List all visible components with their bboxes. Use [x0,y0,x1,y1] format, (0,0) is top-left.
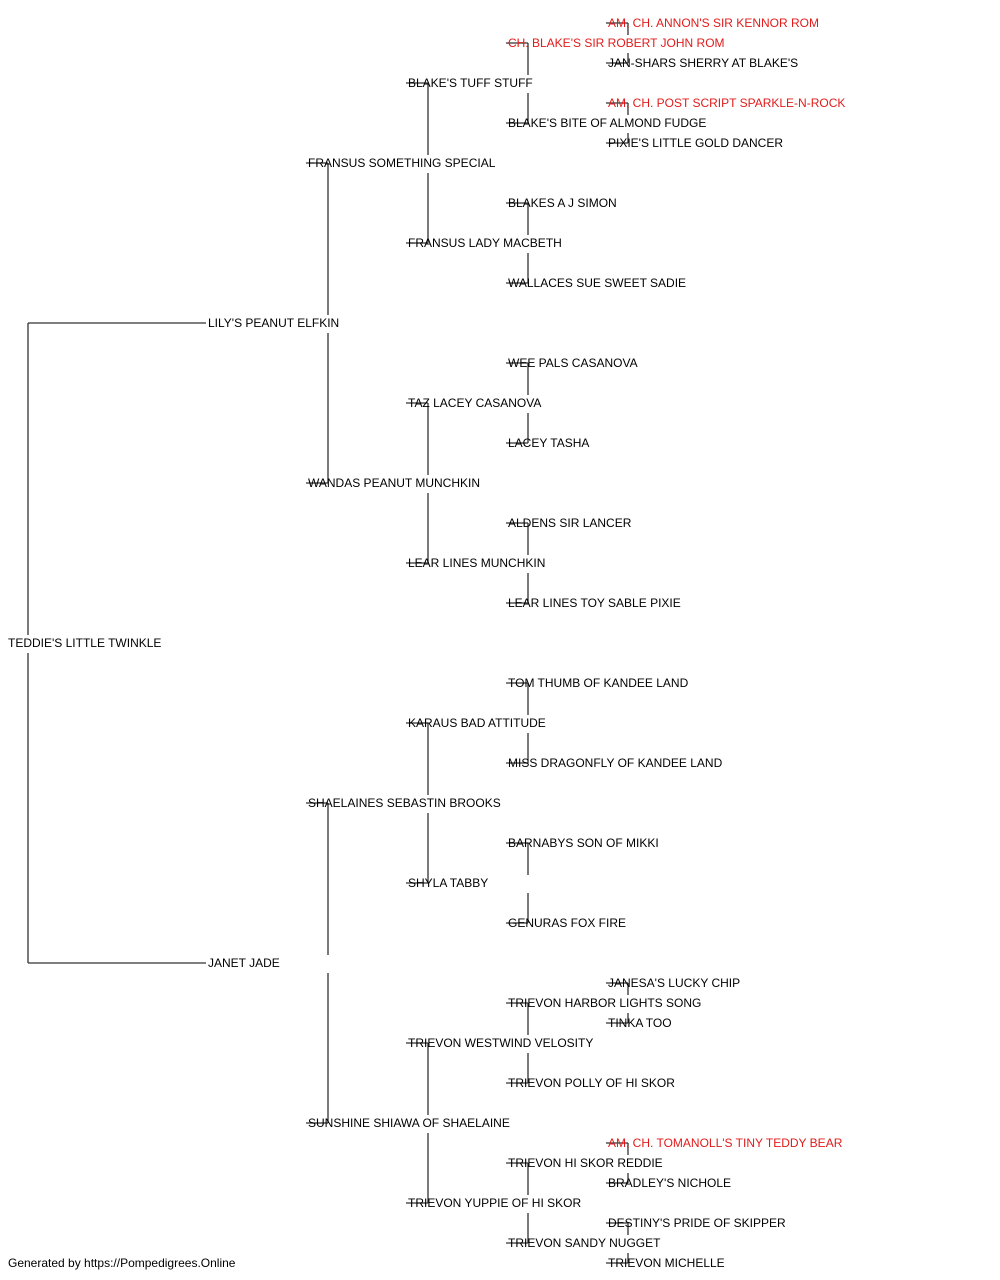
dog-name-trievon-michelle: TRIEVON MICHELLE [608,1256,725,1270]
dog-name-lear-lines-toy-sable-pixie: LEAR LINES TOY SABLE PIXIE [508,596,681,610]
dog-name-barnabys-son-of-mikki: BARNABYS SON OF MIKKI [508,836,659,850]
dog-name-lily-s-peanut-elfkin: LILY'S PEANUT ELFKIN [208,316,339,330]
dog-name-lear-lines-munchkin: LEAR LINES MUNCHKIN [408,556,545,570]
dog-name-wandas-peanut-munchkin: WANDAS PEANUT MUNCHKIN [308,476,480,490]
dog-name-am-ch-post-script-sparkle-n-rock: AM. CH. POST SCRIPT SPARKLE-N-ROCK [608,96,845,110]
dog-name-tinka-too: TINKA TOO [608,1016,672,1030]
dog-name-fransus-lady-macbeth: FRANSUS LADY MACBETH [408,236,562,250]
dog-name-genuras-fox-fire: GENURAS FOX FIRE [508,916,626,930]
dog-name-janesa-s-lucky-chip: JANESA'S LUCKY CHIP [608,976,740,990]
dog-name-wallaces-sue-sweet-sadie: WALLACES SUE SWEET SADIE [508,276,686,290]
dog-name-am-ch-tomanoll-s-tiny-teddy-bear: AM. CH. TOMANOLL'S TINY TEDDY BEAR [608,1136,843,1150]
dog-name-shyla-tabby: SHYLA TABBY [408,876,488,890]
dog-name-blake-s-bite-of-almond-fudge: BLAKE'S BITE OF ALMOND FUDGE [508,116,706,130]
dog-name-blake-s-tuff-stuff: BLAKE'S TUFF STUFF [408,76,533,90]
dog-name-destiny-s-pride-of-skipper: DESTINY'S PRIDE OF SKIPPER [608,1216,786,1230]
dog-name-fransus-something-special: FRANSUS SOMETHING SPECIAL [308,156,496,170]
dog-name-blakes-a-j-simon: BLAKES A J SIMON [508,196,617,210]
dog-name-trievon-sandy-nugget: TRIEVON SANDY NUGGET [508,1236,661,1250]
dog-name-karaus-bad-attitude: KARAUS BAD ATTITUDE [408,716,546,730]
dog-name-trievon-polly-of-hi-skor: TRIEVON POLLY OF HI SKOR [508,1076,675,1090]
dog-name-trievon-harbor-lights-song: TRIEVON HARBOR LIGHTS SONG [508,996,701,1010]
dog-name-jan-shars-sherry-at-blake-s: JAN-SHARS SHERRY AT BLAKE'S [608,56,798,70]
dog-name-trievon-yuppie-of-hi-skor: TRIEVON YUPPIE OF HI SKOR [408,1196,581,1210]
dog-name-wee-pals-casanova: WEE PALS CASANOVA [508,356,638,370]
dog-name-am-ch-annon-s-sir-kennor-rom: AM. CH. ANNON'S SIR KENNOR ROM [608,16,819,30]
dog-name-janet-jade: JANET JADE [208,956,280,970]
dog-name-taz-lacey-casanova: TAZ LACEY CASANOVA [408,396,541,410]
dog-name-aldens-sir-lancer: ALDENS SIR LANCER [508,516,632,530]
dog-name-shaelaines-sebastin-brooks: SHAELAINES SEBASTIN BROOKS [308,796,501,810]
dog-name-lacey-tasha: LACEY TASHA [508,436,589,450]
dog-name-trievon-westwind-velosity: TRIEVON WESTWIND VELOSITY [408,1036,593,1050]
dog-name-tom-thumb-of-kandee-land: TOM THUMB OF KANDEE LAND [508,676,689,690]
dog-name-pixie-s-little-gold-dancer: PIXIE'S LITTLE GOLD DANCER [608,136,783,150]
dog-name-miss-dragonfly-of-kandee-land: MISS DRAGONFLY OF KANDEE LAND [508,756,723,770]
dog-name-ch-blake-s-sir-robert-john-rom: CH. BLAKE'S SIR ROBERT JOHN ROM [508,36,725,50]
dog-name-trievon-hi-skor-reddie: TRIEVON HI SKOR REDDIE [508,1156,663,1170]
dog-name-sunshine-shiawa-of-shaelaine: SUNSHINE SHIAWA OF SHAELAINE [308,1116,510,1130]
dog-name-bradley-s-nichole: BRADLEY'S NICHOLE [608,1176,731,1190]
dog-name-teddie-s-little-twinkle: TEDDIE'S LITTLE TWINKLE [8,636,161,650]
generated-by-footer: Generated by https://Pompedigrees.Online [8,1256,236,1270]
